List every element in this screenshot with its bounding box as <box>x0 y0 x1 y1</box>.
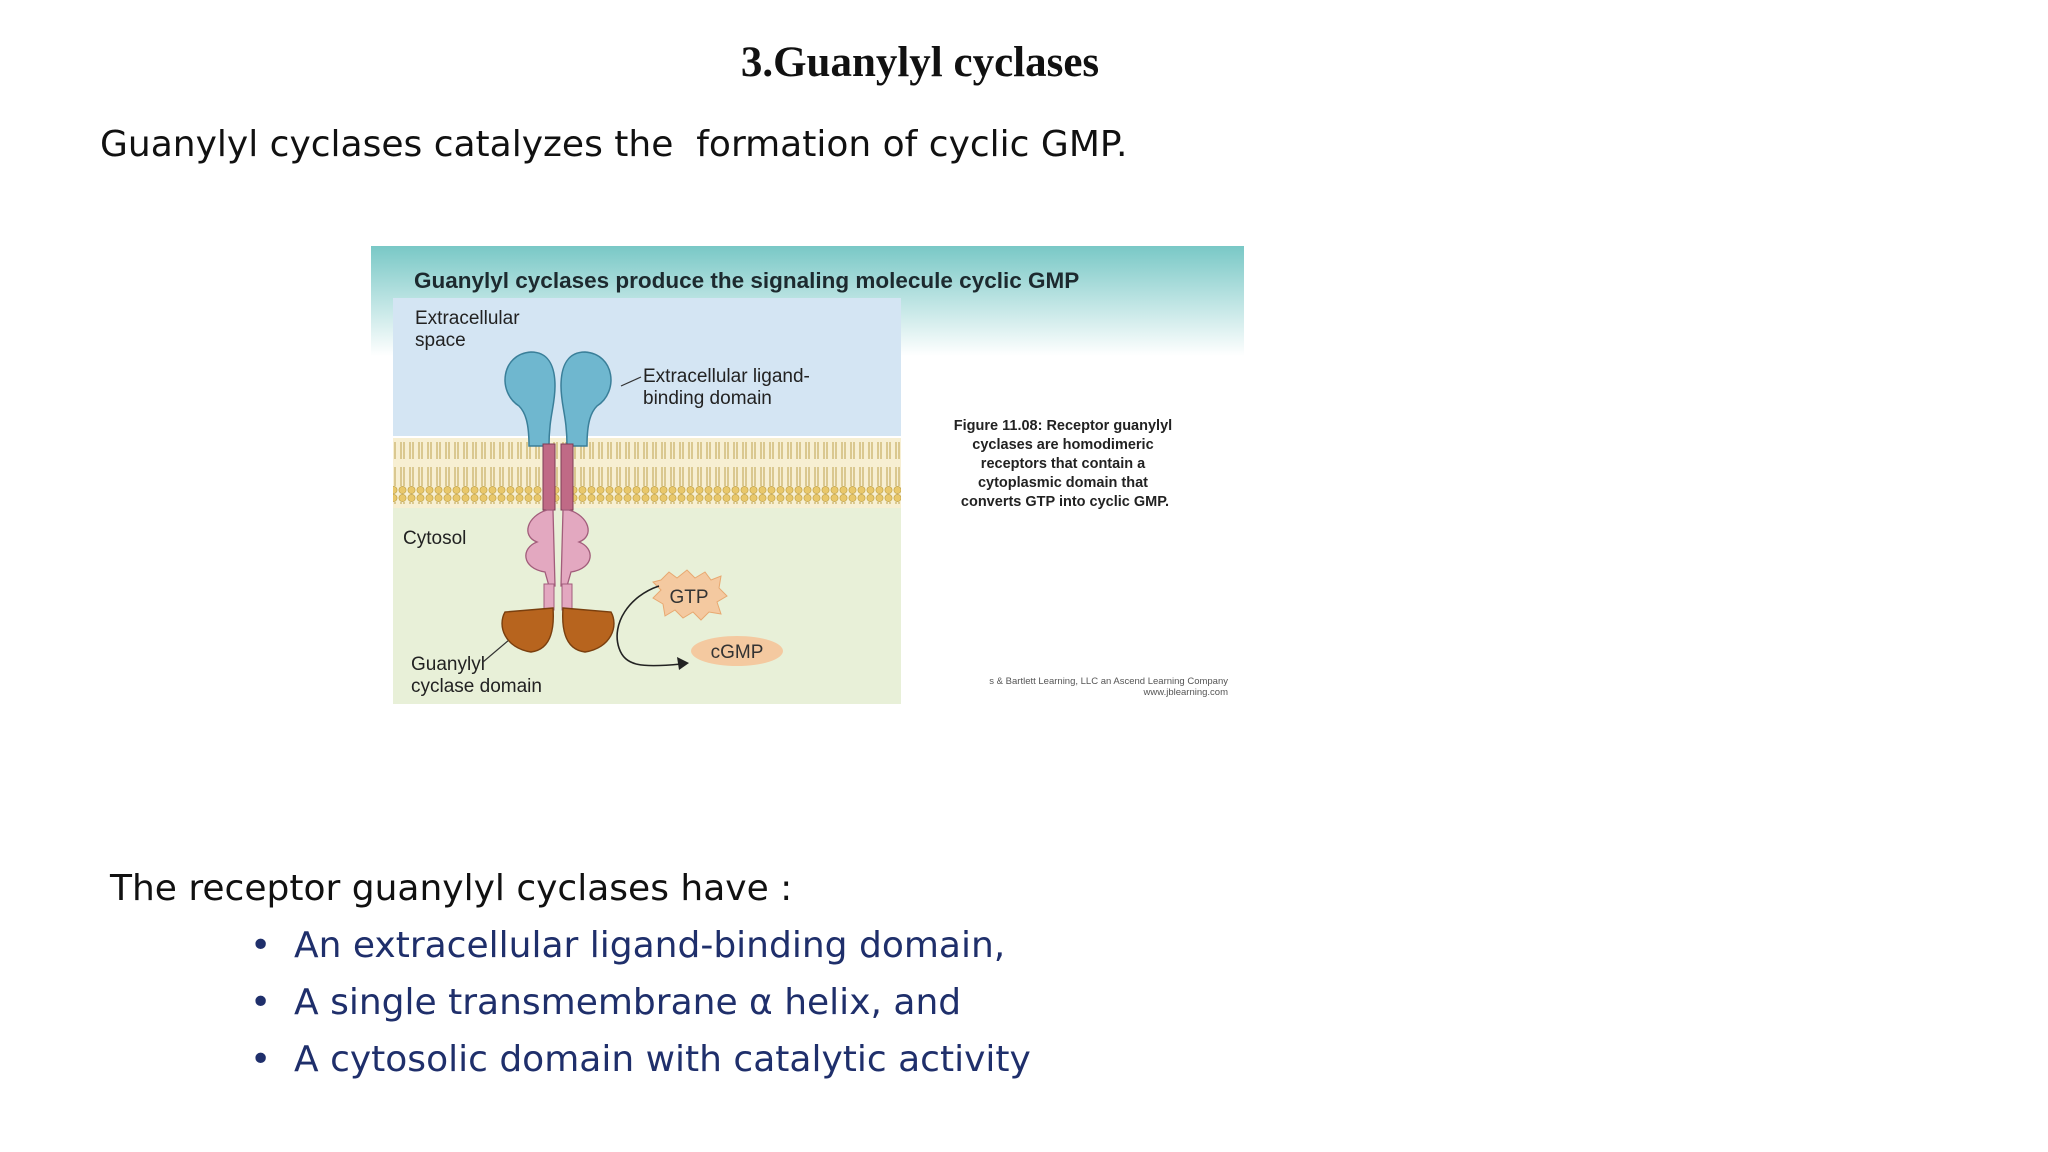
cgmp-badge <box>691 636 783 666</box>
cgmp-label: cGMP <box>711 642 764 663</box>
transmembrane-helix-right <box>560 443 574 511</box>
cytosol-region <box>393 508 901 704</box>
label-cytosol: Cytosol <box>403 528 466 549</box>
label-cyclase-2: cyclase domain <box>411 676 542 697</box>
bullet-icon: • <box>250 982 272 1023</box>
label-ligand-domain-2: binding domain <box>643 388 772 409</box>
ligand-binding-head-right <box>560 351 612 447</box>
list-item: •An extracellular ligand-binding domain, <box>250 917 1031 974</box>
conversion-arrow <box>616 585 682 667</box>
figure-banner-text: Guanylyl cyclases produce the signaling … <box>414 268 1079 293</box>
cytosolic-lobe-right <box>560 509 591 587</box>
label-extracellular-2: space <box>415 330 466 351</box>
intro-sentence: Guanylyl cyclases catalyzes the formatio… <box>100 124 1128 165</box>
list-item: •A single transmembrane α helix, and <box>250 974 1031 1031</box>
catalytic-domain-right <box>562 607 615 653</box>
feature-list: •An extracellular ligand-binding domain,… <box>250 917 1031 1088</box>
catalytic-domain-left <box>501 607 554 653</box>
gtp-badge <box>652 569 728 621</box>
label-extracellular-1: Extracellular <box>415 308 520 329</box>
extracellular-region <box>393 298 901 436</box>
list-item: •A cytosolic domain with catalytic activ… <box>250 1031 1031 1088</box>
slide-title: 3.Guanylyl cyclases <box>740 39 1100 86</box>
gtp-label: GTP <box>669 587 708 608</box>
list-heading: The receptor guanylyl cyclases have : <box>110 868 793 909</box>
bullet-icon: • <box>250 925 272 966</box>
cytosolic-lobe-left <box>525 509 556 587</box>
figure-credit-1: s & Bartlett Learning, LLC an Ascend Lea… <box>989 676 1228 687</box>
transmembrane-helix-left <box>542 443 556 511</box>
guanylyl-cyclase-figure: Guanylyl cyclases produce the signaling … <box>371 246 1244 704</box>
label-cyclase-1: Guanylyl <box>411 654 485 675</box>
figure-credit-2: www.jblearning.com <box>1143 687 1229 698</box>
figure-caption: Figure 11.08: Receptor guanylyl cyclases… <box>954 418 1176 510</box>
bullet-icon: • <box>250 1039 272 1080</box>
ligand-binding-head-left <box>504 351 556 447</box>
label-ligand-domain-1: Extracellular ligand- <box>643 366 810 387</box>
